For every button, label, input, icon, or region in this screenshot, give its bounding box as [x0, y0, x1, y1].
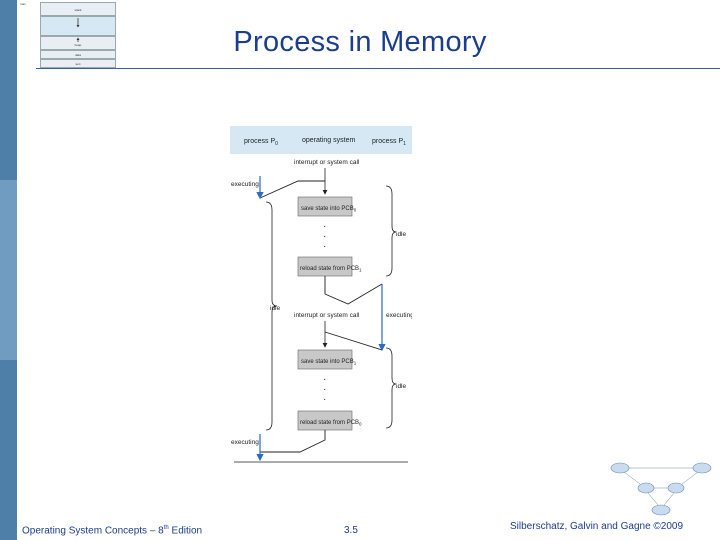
label-idle-right-top: idle	[396, 231, 407, 238]
ellipsis-dot: ·	[323, 384, 326, 395]
memory-arrow-icon	[76, 37, 80, 42]
footer-page-number: 3.5	[344, 525, 358, 536]
label-executing-right: executing	[386, 312, 412, 319]
memory-block-stack: stack	[40, 2, 116, 16]
flow-line	[260, 430, 326, 453]
idle-brace-right-bottom	[385, 347, 397, 429]
label-executing-top: executing	[231, 181, 259, 188]
label-interrupt-2: interrupt or system call	[294, 312, 360, 319]
state-edge	[647, 492, 659, 506]
header-process-p1: process P1	[372, 138, 406, 147]
footer-book-title: Operating System Concepts – 8th Edition	[22, 525, 203, 537]
memory-block-free	[40, 16, 116, 36]
flow-line	[324, 331, 383, 351]
state-edge	[663, 492, 675, 506]
box-reload-state-pcb1-label: reload state from PCB1	[300, 266, 362, 273]
header-operating-system: operating system	[302, 137, 355, 144]
state-node	[610, 462, 630, 474]
memory-layout-thumbnail: stack heap data text	[40, 0, 116, 68]
idle-brace-left	[265, 201, 278, 431]
footer-copyright: Silberschatz, Galvin and Gagne ©2009	[510, 521, 684, 532]
ellipsis-dot: ·	[323, 374, 326, 385]
slide-title: Process in Memory	[233, 26, 487, 58]
memory-block-data: data	[40, 50, 116, 59]
state-node	[651, 504, 671, 516]
box-reload-state-pcb0-label: reload state from PCB0	[300, 420, 362, 427]
process-state-diagram-thumbnail	[610, 462, 712, 516]
state-edge	[623, 471, 641, 485]
accent-bar-segment	[0, 360, 17, 540]
state-node	[667, 482, 685, 494]
box-save-state-pcb1-label: save state into PCB1	[301, 359, 357, 366]
memory-thumbnail-max-label: max	[20, 2, 26, 6]
ellipsis-dot: ·	[323, 221, 326, 232]
accent-bar-segment	[0, 180, 17, 360]
accent-bar-segment	[0, 0, 17, 180]
ellipsis-dot: ·	[323, 241, 326, 252]
left-accent-bar	[0, 0, 17, 540]
state-node	[637, 482, 655, 494]
box-save-state-pcb0	[297, 196, 353, 217]
title-divider	[36, 68, 720, 69]
memory-block-heap: heap	[40, 36, 116, 50]
ellipsis-dot: ·	[323, 394, 326, 405]
label-idle-right-bottom: idle	[396, 383, 407, 390]
label-idle-left: idle	[270, 305, 281, 312]
memory-arrow-icon	[76, 18, 80, 28]
box-save-state-pcb1	[297, 349, 353, 370]
ellipsis-dot: ·	[323, 231, 326, 242]
context-switch-diagram: process P0 operating system process P1 i…	[230, 126, 412, 463]
idle-brace-right-top	[385, 185, 397, 277]
memory-block-heap-label: heap	[74, 43, 82, 47]
flow-line	[324, 276, 383, 305]
state-node	[692, 462, 712, 474]
diagram-header-band	[230, 126, 412, 154]
label-executing-bottom: executing	[231, 439, 259, 446]
memory-block-text: text	[40, 59, 116, 68]
state-edge	[681, 471, 699, 485]
header-process-p0: process P0	[244, 138, 278, 147]
flow-line	[259, 180, 325, 199]
box-save-state-pcb0-label: save state into PCB0	[301, 206, 357, 213]
label-interrupt-1: interrupt or system call	[294, 159, 360, 166]
